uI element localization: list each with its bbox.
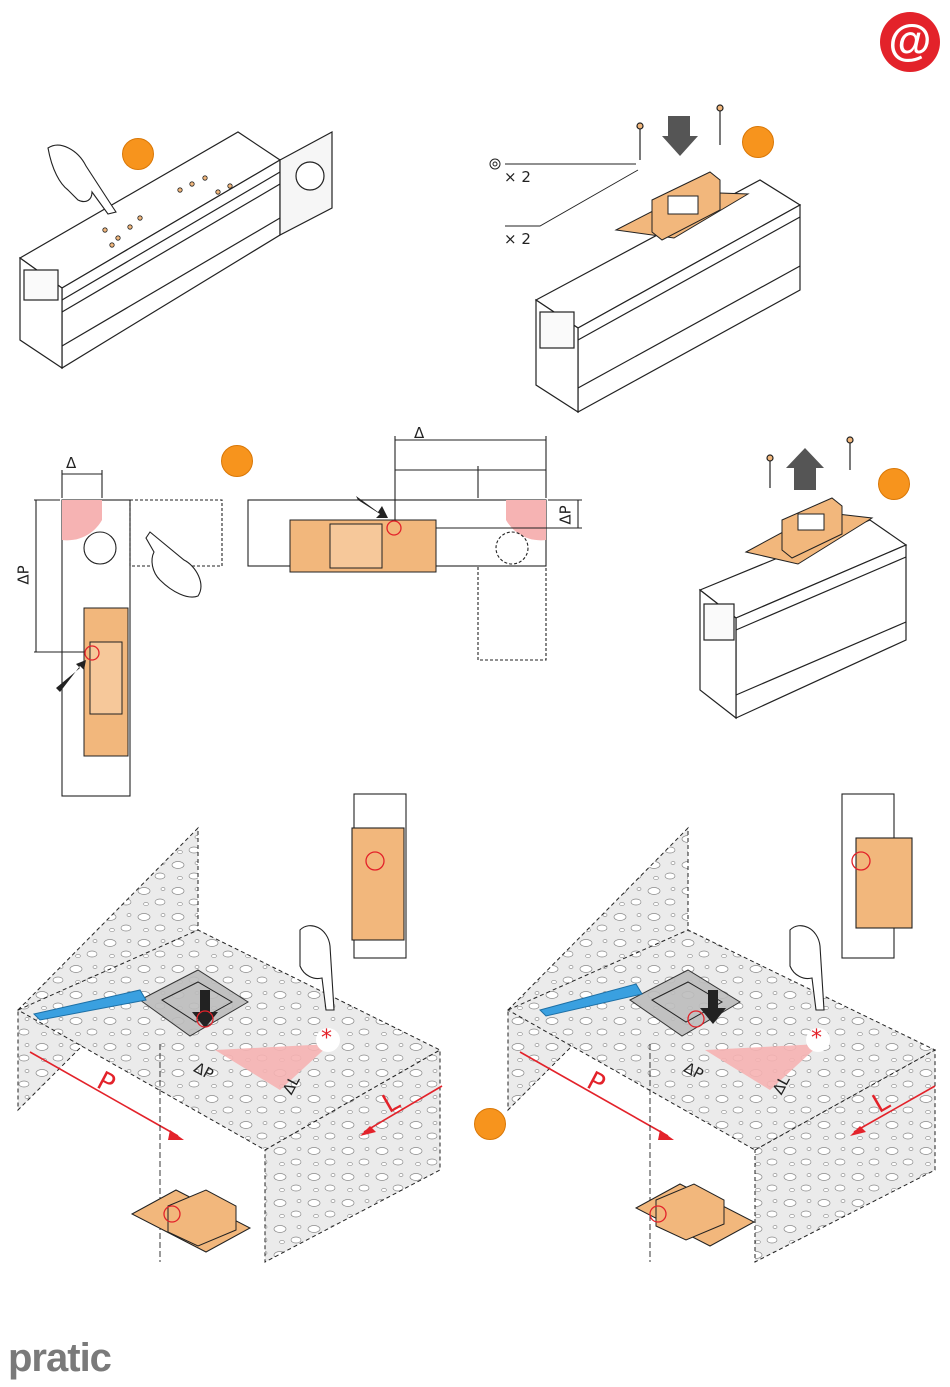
delta-p-label-right: ΔP <box>557 505 575 524</box>
washer-icon <box>490 159 500 169</box>
panel-5-detail <box>352 794 406 958</box>
pointing-hand-icon <box>146 532 201 597</box>
brand-logo: pratic <box>8 1336 111 1381</box>
pointing-hand-icon <box>48 145 116 214</box>
washer-quantity: × 2 <box>504 168 531 186</box>
panel-6-detail <box>842 794 912 958</box>
panel-5-asterisk: * <box>321 1026 332 1051</box>
delta-p-label-left: ΔP <box>15 565 33 584</box>
panel-6-asterisk: * <box>811 1026 822 1051</box>
panel-3-right-plate <box>290 520 436 572</box>
down-arrow-icon <box>662 116 698 156</box>
panel-3-left-plate <box>84 608 128 756</box>
screw-quantity: × 2 <box>504 230 531 248</box>
up-arrow-icon <box>786 448 824 490</box>
delta-label-left: Δ <box>66 454 76 472</box>
delta-label-right: Δ <box>414 424 424 442</box>
panel-5-bracket <box>132 1190 250 1252</box>
panel-6-bracket <box>636 1184 754 1246</box>
